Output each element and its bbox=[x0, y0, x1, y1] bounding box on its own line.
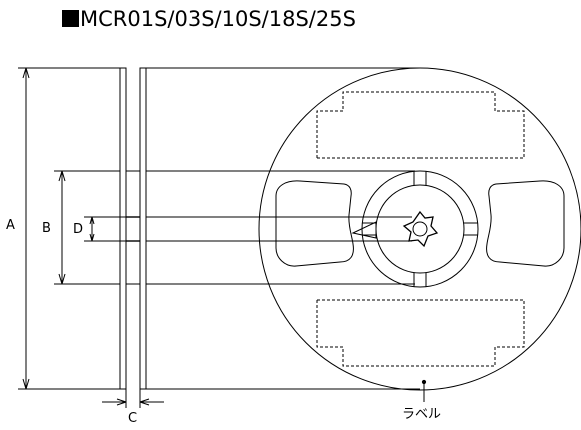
flange-right bbox=[139, 67, 147, 390]
dimension-b bbox=[54, 170, 120, 285]
hub-inner-ring bbox=[375, 184, 465, 274]
flange-left bbox=[119, 67, 127, 390]
hub-slots bbox=[362, 171, 478, 287]
dimension-c bbox=[102, 389, 164, 408]
dimension-d bbox=[84, 216, 126, 242]
center-hole bbox=[412, 221, 428, 237]
hub-section bbox=[125, 170, 141, 285]
title-text: MCR01S/03S/10S/18S/25S bbox=[80, 7, 356, 31]
window-right bbox=[486, 180, 565, 267]
window-left bbox=[275, 180, 354, 267]
label-callout-text: ラベル bbox=[402, 407, 441, 422]
window-left-notch bbox=[351, 221, 377, 239]
dimension-label-d: D bbox=[73, 222, 83, 237]
spindle-hole bbox=[402, 210, 439, 248]
reel-side-view bbox=[119, 67, 147, 390]
dimension-a bbox=[18, 67, 120, 390]
dimension-label-b: B bbox=[42, 221, 51, 236]
bullet-square-icon bbox=[62, 10, 79, 27]
dimension-label-a: A bbox=[6, 218, 15, 233]
reel-outline bbox=[258, 67, 581, 391]
reel-front-view bbox=[258, 67, 581, 402]
drawing-title: MCR01S/03S/10S/18S/25S bbox=[62, 4, 356, 34]
dimension-label-c: C bbox=[128, 411, 137, 426]
label-area-outlines bbox=[316, 91, 525, 367]
hub-outer-ring bbox=[361, 170, 479, 288]
projection-lines bbox=[146, 67, 420, 390]
